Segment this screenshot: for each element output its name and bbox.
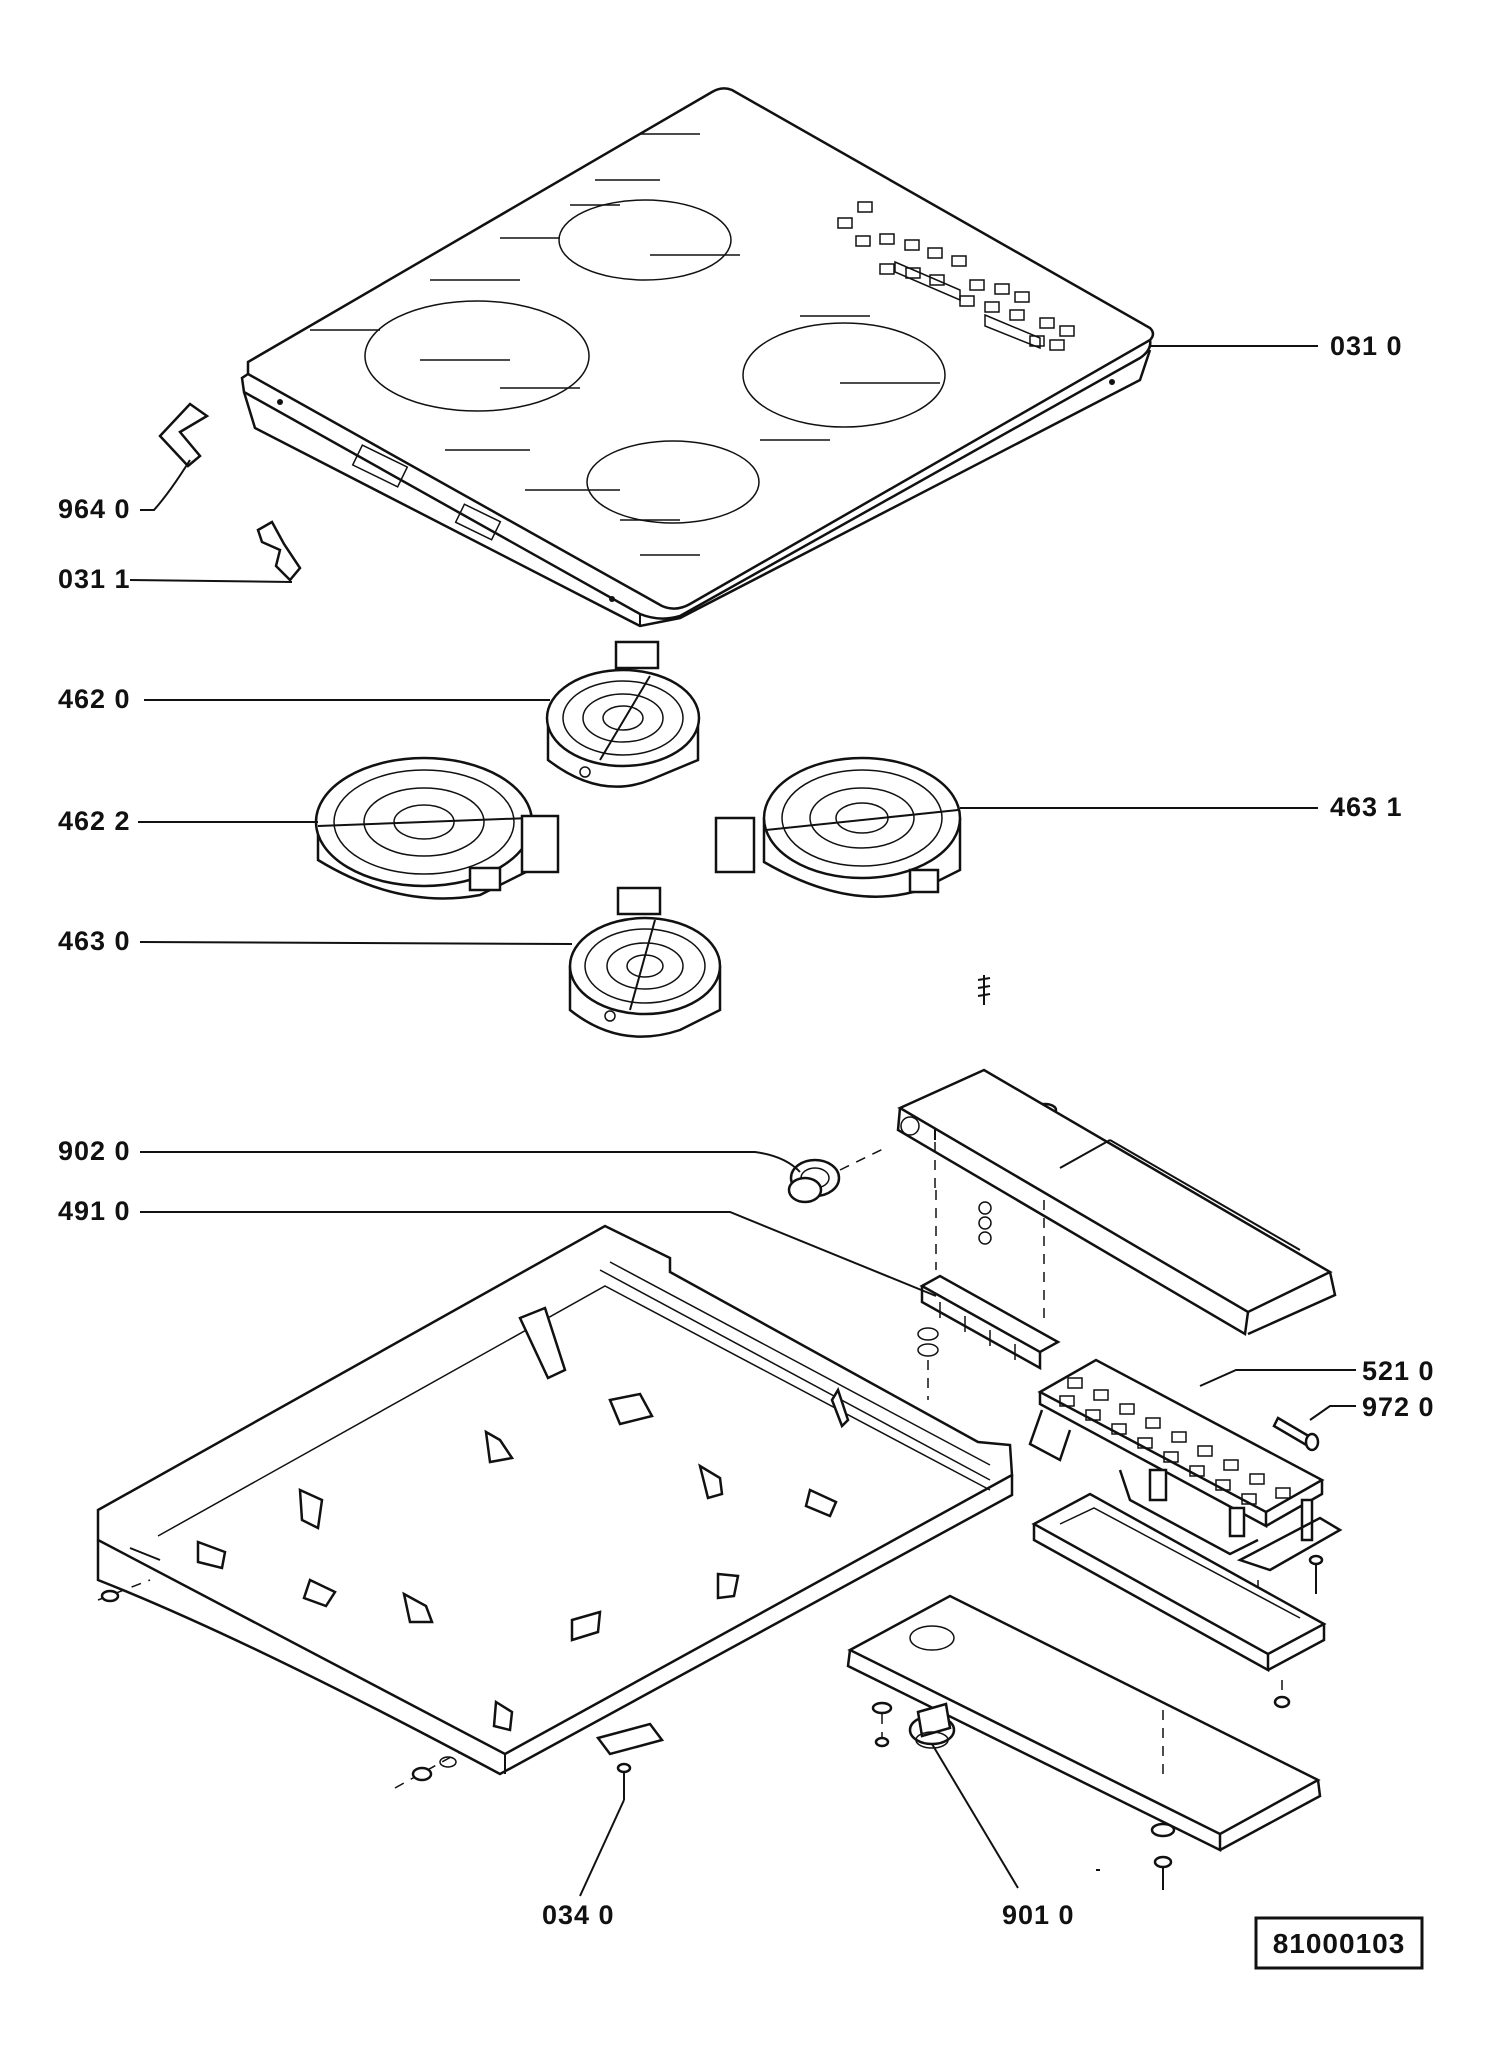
bottom-tray <box>96 1224 1014 1776</box>
tray-screws <box>97 1579 665 1800</box>
part-labels: 031 0 964 0 031 1 462 0 462 2 463 1 463 … <box>58 331 1435 1930</box>
label-462-2: 462 2 <box>58 806 131 836</box>
label-491-0: 491 0 <box>58 1196 131 1226</box>
clip-964 <box>158 402 210 468</box>
label-521-0: 521 0 <box>1362 1356 1435 1386</box>
heating-element-462-0 <box>545 640 701 788</box>
label-031-0: 031 0 <box>1330 331 1403 361</box>
label-972-0: 972 0 <box>1362 1392 1435 1422</box>
label-902-0: 902 0 <box>58 1136 131 1166</box>
label-964-0: 964 0 <box>58 494 131 524</box>
label-034-0: 034 0 <box>542 1900 615 1930</box>
terminal-block-491 <box>917 1274 1061 1400</box>
circuit-board-521 <box>1028 1358 1343 1620</box>
label-462-0: 462 0 <box>58 684 131 714</box>
label-901-0: 901 0 <box>1002 1900 1075 1930</box>
foot-901 <box>908 1702 956 1749</box>
nuts <box>935 1190 1045 1320</box>
label-463-1: 463 1 <box>1330 792 1403 822</box>
heating-element-462-2 <box>314 756 560 900</box>
heating-element-463-0 <box>568 886 722 1038</box>
clip-031-1 <box>256 520 302 582</box>
document-id-box: 81000103 <box>1254 1916 1424 1970</box>
glass-cooktop <box>240 87 1155 628</box>
label-031-1: 031 1 <box>58 564 131 594</box>
grommet-902 <box>787 1147 886 1204</box>
board-cover-plate <box>1031 1492 1327 1709</box>
leader-lines <box>129 345 1356 1897</box>
heating-element-463-1 <box>714 756 962 898</box>
document-id: 81000103 <box>1273 1928 1406 1959</box>
label-463-0: 463 0 <box>58 926 131 956</box>
pin-972 <box>1272 1416 1320 1452</box>
control-bracket <box>896 1068 1337 1337</box>
bottom-plate <box>846 1594 1322 1890</box>
